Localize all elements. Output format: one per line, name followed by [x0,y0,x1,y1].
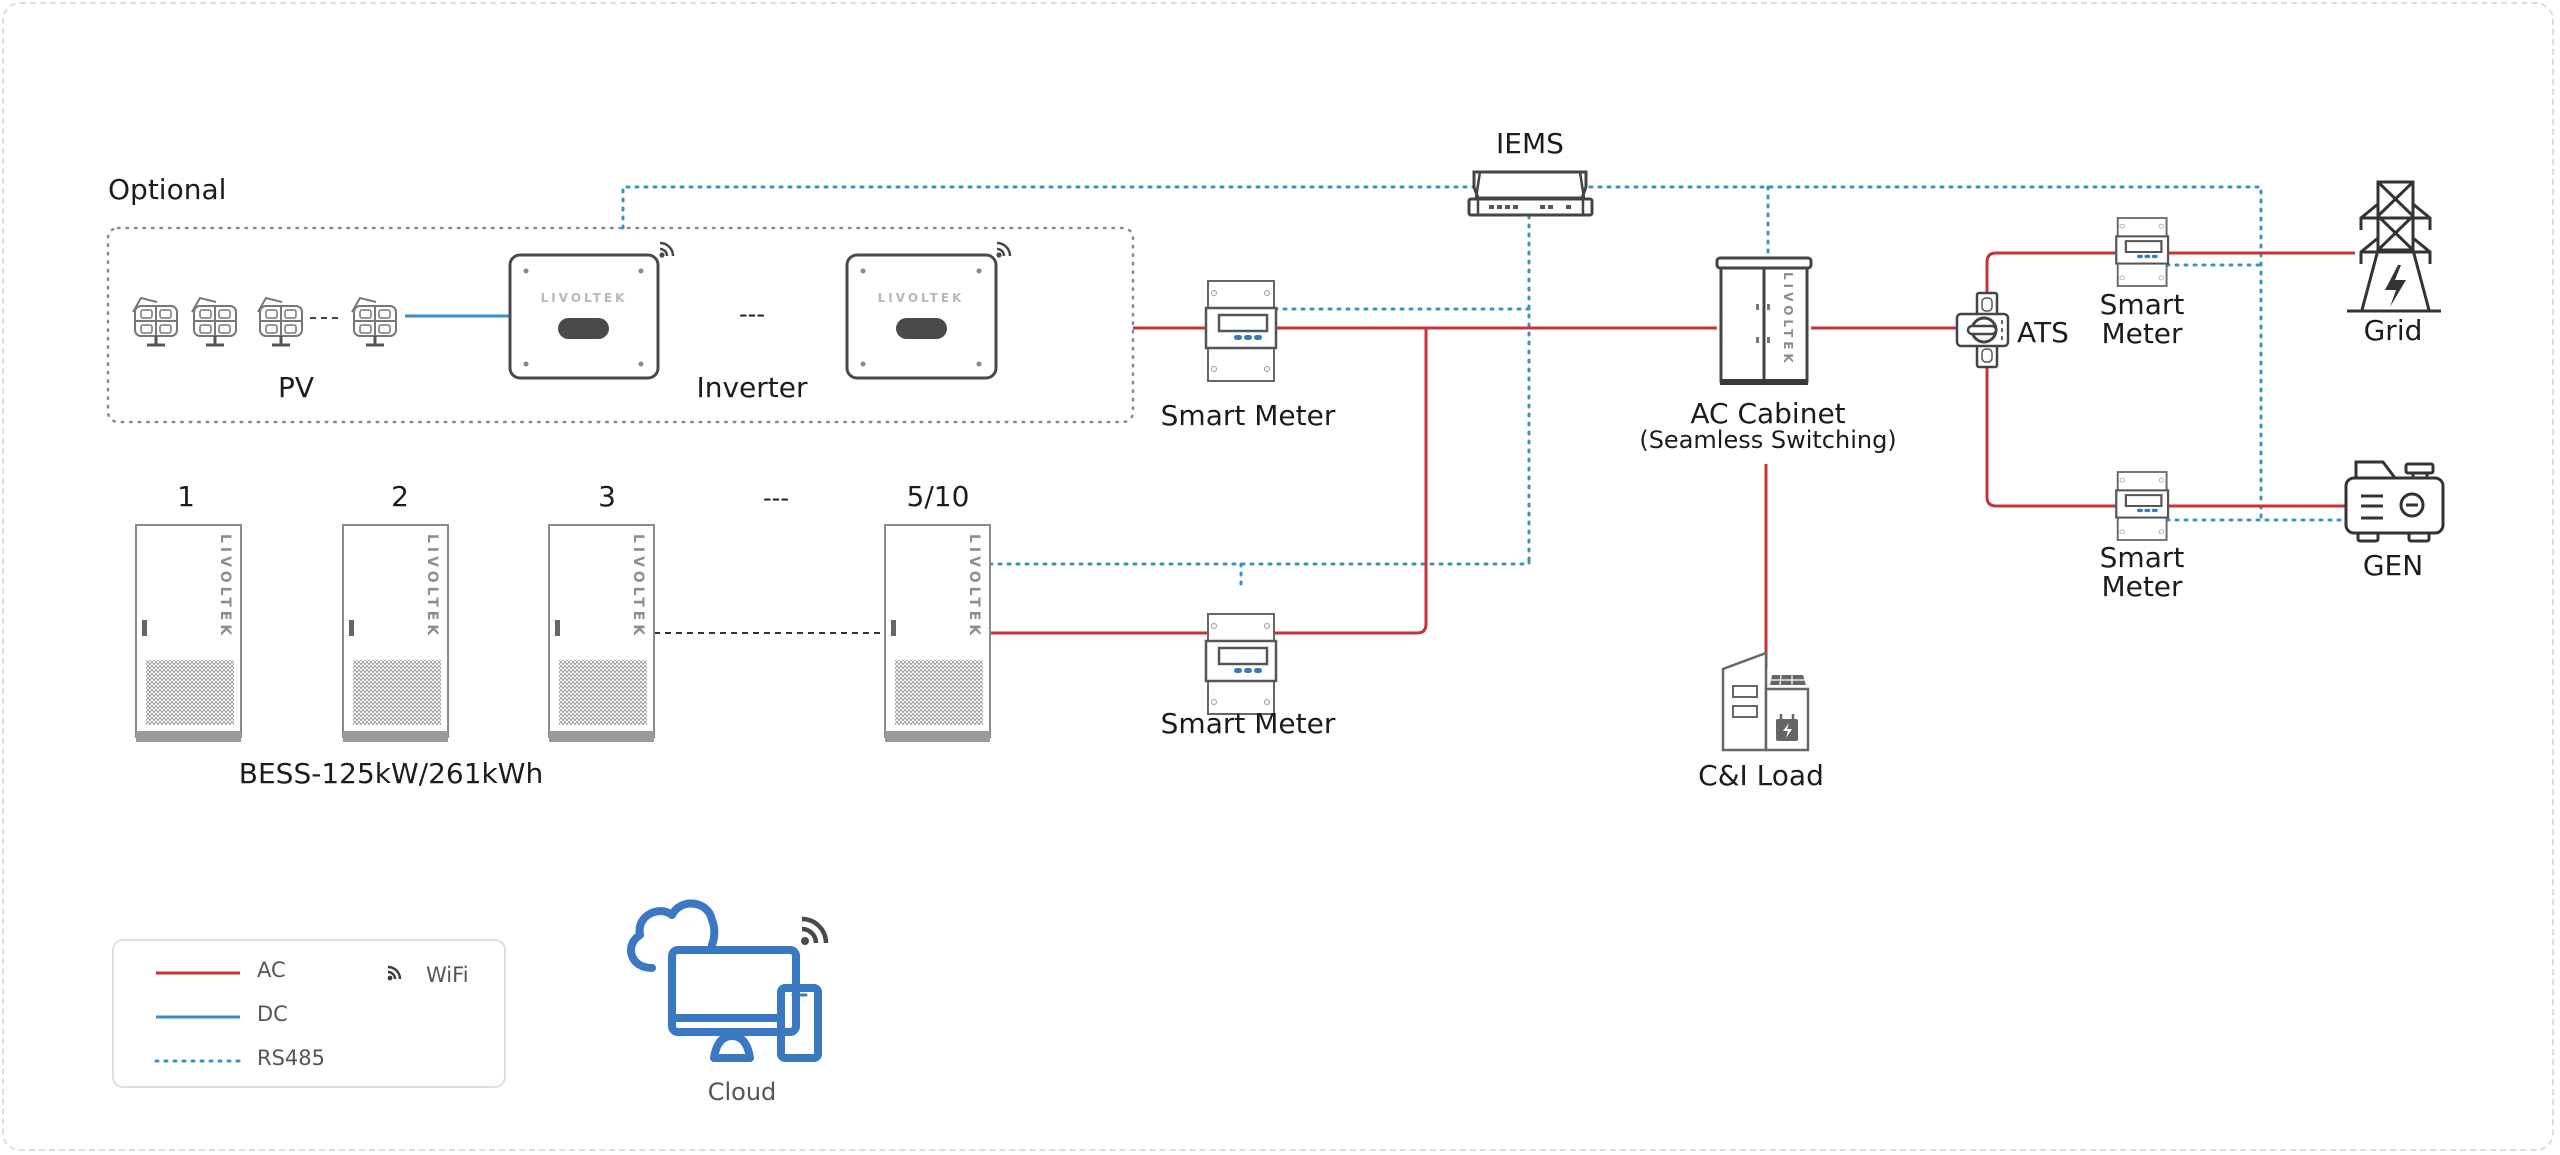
legend-rs485-label: RS485 [257,1046,325,1070]
bess-label: BESS-125kW/261kWh [239,757,543,790]
smart-meter-grid-icon [2115,217,2170,287]
smart-meter-pv-label: Smart Meter [1161,399,1336,432]
grid-tower-icon [2347,180,2441,313]
pv-array [132,296,397,347]
bess-unit-last: LIVOLTEK [884,524,991,742]
smart-meter-gen-label-line1: Smart [2100,541,2185,574]
legend: AC DC RS485 WiFi [112,939,506,1088]
inverter-brand: LIVOLTEK [541,291,628,305]
ac-ats-to-grid-meter [1985,251,2117,293]
inverter-ellipsis: --- [739,300,765,328]
rs485-top-bus [621,185,2263,519]
smart-meter-gen-icon [2115,471,2170,541]
solar-panel-icon [351,296,397,347]
smart-meter-bess-icon [1204,613,1278,715]
legend-dc-label: DC [257,1002,288,1026]
gen-label: GEN [2363,549,2423,582]
bess-unit-label-1: 1 [177,480,195,513]
grid-label: Grid [2364,314,2423,347]
bess-brand: LIVOLTEK [966,534,982,639]
bess-unit-label-last: 5/10 [907,480,970,513]
cloud-label: Cloud [708,1078,777,1106]
solar-panel-icon [132,296,178,347]
solar-panel-icon [257,296,303,347]
pv-label: PV [278,371,314,404]
generator-icon [2344,460,2445,543]
bess-unit-label-2: 2 [391,480,409,513]
iems-label: IEMS [1496,127,1564,160]
ac-bess-branch [1275,328,1428,635]
wifi-icon [387,965,402,981]
bess-units: LIVOLTEK LIVOLTEK LIVOLTEK LIVOLTEK [135,524,991,742]
optional-group-box [106,226,1135,424]
inverter-1: LIVOLTEK [508,241,675,380]
ac-cabinet-label: AC Cabinet [1690,397,1845,430]
bess-brand: LIVOLTEK [630,534,646,639]
rs485-bess-bus [988,558,1531,566]
wifi-icon [659,241,675,258]
cloud-monitoring-icon [627,899,829,1062]
ats-label: ATS [2017,316,2069,349]
smart-meter-grid-label-line1: Smart [2100,288,2185,321]
inverter-brand: LIVOLTEK [878,291,965,305]
iems-device-icon [1467,170,1594,217]
smart-meter-grid-label-line2: Meter [2101,317,2183,350]
bess-brand: LIVOLTEK [424,534,440,639]
legend-wifi-label: WiFi [426,963,469,987]
ac-ats-to-gen-meter [1985,367,2117,508]
ac-cabinet-sublabel: (Seamless Switching) [1639,426,1896,454]
bess-unit-2: LIVOLTEK [342,524,449,742]
bess-ellipsis: --- [763,484,789,512]
solar-panel-icon [191,296,237,347]
ac-wiring [990,251,2355,668]
bess-unit-1: LIVOLTEK [135,524,242,742]
inverter-label: Inverter [696,371,808,404]
bess-unit-label-3: 3 [598,480,616,513]
optional-label: Optional [108,173,226,206]
bess-unit-3: LIVOLTEK [548,524,655,742]
building-load-icon [1721,651,1810,752]
cloud-icon [627,899,719,972]
ats-switch-icon [1955,291,2010,369]
inverter-2: LIVOLTEK [845,241,1012,380]
bess-brand: LIVOLTEK [217,534,233,639]
phone-icon [777,984,822,1062]
ac-cabinet-brand: LIVOLTEK [1781,272,1795,367]
wifi-icon [996,241,1012,258]
rs485-wiring [621,185,2348,592]
ac-cabinet-icon: LIVOLTEK [1715,256,1813,385]
smart-meter-bess-label: Smart Meter [1161,707,1336,740]
smart-meter-pv-icon [1204,280,1278,382]
legend-ac-label: AC [257,958,286,982]
wifi-icon [801,916,829,945]
load-label: C&I Load [1698,759,1824,792]
smart-meter-gen-label-line2: Meter [2101,570,2183,603]
